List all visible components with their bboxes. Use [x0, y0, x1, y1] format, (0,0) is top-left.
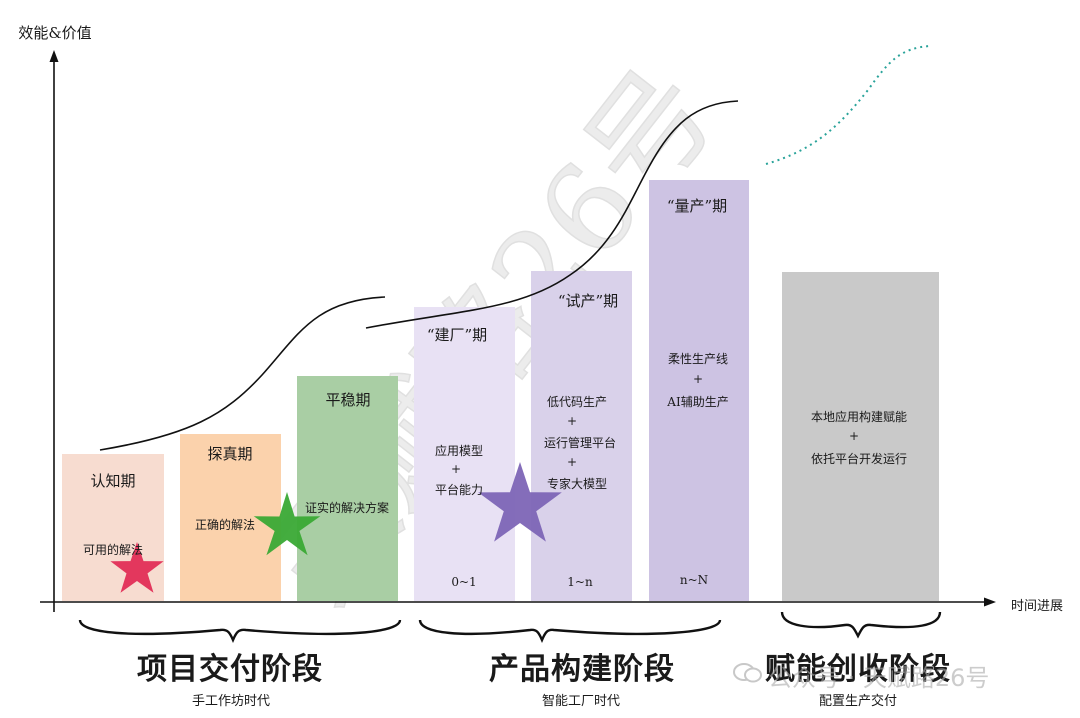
watermark-account-logo — [733, 662, 763, 684]
star-awareness-icon — [110, 542, 164, 593]
curve-product-build — [365, 100, 739, 329]
phase-build-line2: 平台能力 — [434, 483, 484, 497]
phase-awareness-body: 可用的解法 — [82, 543, 144, 557]
phase-mass-footer: n~N — [679, 573, 709, 587]
phase-stable-title: 平稳期 — [325, 391, 371, 409]
stage-era-empower: 配置生产交付 — [818, 694, 898, 709]
phase-mass-line2: AI辅助生产 — [667, 395, 729, 409]
stage-era-project-delivery: 手工作坊时代 — [191, 694, 271, 709]
phase-empower-line1: 本地应用构建赋能 — [810, 410, 908, 424]
phase-trial-footer: 1~n — [567, 575, 593, 589]
phase-build-plus: + — [450, 462, 462, 476]
phase-mass-box — [649, 180, 749, 601]
phase-build-line1: 应用模型 — [434, 444, 484, 458]
stage-title-project-delivery: 项目交付阶段 — [137, 652, 323, 687]
phase-stable-box — [297, 376, 398, 601]
stage-title-product-build: 产品构建阶段 — [489, 652, 675, 687]
phase-exploration-body: 正确的解法 — [194, 518, 256, 532]
phase-empower-line2: 依托平台开发运行 — [810, 452, 908, 466]
brace-empower — [780, 611, 942, 639]
watermark-account: 公众号 · 天赋路26号 — [768, 664, 990, 692]
phase-build-title: “建厂”期 — [426, 326, 488, 344]
phase-build-box — [414, 307, 515, 601]
stage-era-product-build: 智能工厂时代 — [541, 694, 621, 709]
x-axis-label: 时间进展 — [1010, 599, 1064, 614]
phase-stable-body: 证实的解决方案 — [304, 501, 390, 515]
phase-empower-plus: + — [848, 429, 860, 443]
brace-product-build — [418, 619, 722, 644]
phase-mass-plus: + — [692, 372, 704, 386]
star-build-icon — [478, 462, 562, 542]
phase-trial-line2: 运行管理平台 — [543, 436, 617, 450]
y-axis-label: 效能&价值 — [18, 24, 92, 42]
phase-build-footer: 0~1 — [451, 575, 477, 589]
star-exploration-icon — [253, 492, 321, 556]
x-axis-arrow — [984, 597, 996, 607]
curve-project-delivery — [99, 296, 386, 451]
phase-trial-line1: 低代码生产 — [546, 395, 608, 409]
phase-trial-box — [531, 271, 632, 601]
y-axis-arrow — [49, 50, 59, 62]
phase-trial-plus2: + — [566, 455, 578, 469]
phase-trial-line3: 专家大模型 — [546, 477, 608, 491]
phase-exploration-title: 探真期 — [207, 445, 253, 463]
phase-trial-plus1: + — [566, 414, 578, 428]
brace-project-delivery — [78, 619, 402, 644]
curve-empower-dotted — [765, 45, 931, 165]
phase-mass-title: “量产”期 — [666, 197, 728, 215]
phase-mass-line1: 柔性生产线 — [667, 352, 729, 366]
phase-awareness-title: 认知期 — [90, 472, 136, 490]
phase-empower-box — [782, 272, 939, 601]
stage-title-empower: 赋能创收阶段 — [765, 652, 951, 687]
phase-trial-title: “试产”期 — [557, 292, 619, 310]
